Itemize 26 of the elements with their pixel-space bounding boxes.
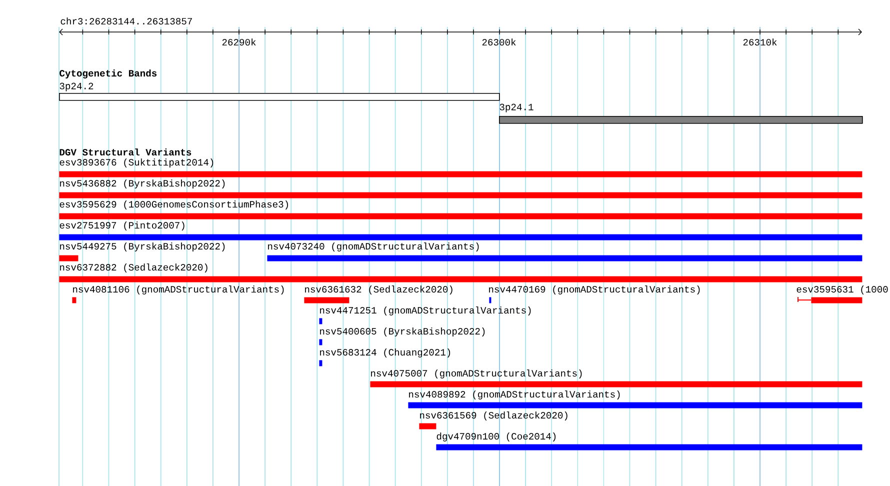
feature-label: nsv6361569 (Sedlazeck2020) (420, 412, 568, 420)
feature-label: 3p24.2 (60, 82, 94, 92)
axis-label: 26300k (482, 38, 516, 46)
feature-label: nsv5683124 (Chuang2021) (320, 348, 450, 358)
position-label: chr3:26283144..26313857 (60, 17, 192, 25)
feature-label: nsv4471251 (gnomADStructuralVariants) (320, 306, 531, 316)
axis-label: 26290k (222, 38, 256, 46)
feature-label: nsv5400605 (ByrskaBishop2022) (320, 328, 485, 336)
feature-label: nsv6361632 (Sedlazeck2020) (305, 286, 452, 294)
feature-label: esv2751997 (Pinto2007) (60, 222, 184, 230)
feature-label: nsv5436882 (ByrskaBishop2022) (60, 180, 225, 188)
track-heading: DGV Structural Variants (60, 148, 192, 156)
track-heading: Cytogenetic Bands (60, 70, 157, 78)
feature-label: nsv4073240 (gnomADStructuralVariants) (268, 242, 479, 252)
feature-label: 3p24.1 (500, 104, 534, 112)
feature-label: nsv5449275 (ByrskaBishop2022) (60, 242, 225, 252)
axis-label: 26310k (743, 38, 777, 46)
feature-label: nsv4081106 (gnomADStructuralVariants) (73, 286, 284, 294)
feature-label: esv3595629 (1000GenomesConsortiumPhase3) (60, 200, 288, 210)
feature-label: nsv4089892 (gnomADStructuralVariants) (409, 390, 620, 400)
feature-label: dgv4709n100 (Coe2014) (436, 432, 556, 442)
feature-label: nsv4075007 (gnomADStructuralVariants) (371, 370, 582, 378)
feature-label: esv3893676 (Suktitipat2014) (60, 158, 214, 168)
feature-label: nsv4470169 (gnomADStructuralVariants) (489, 286, 700, 294)
feature-label: esv3595631 (1000 (796, 286, 888, 294)
feature-label: nsv6372882 (Sedlazeck2020) (60, 264, 208, 272)
